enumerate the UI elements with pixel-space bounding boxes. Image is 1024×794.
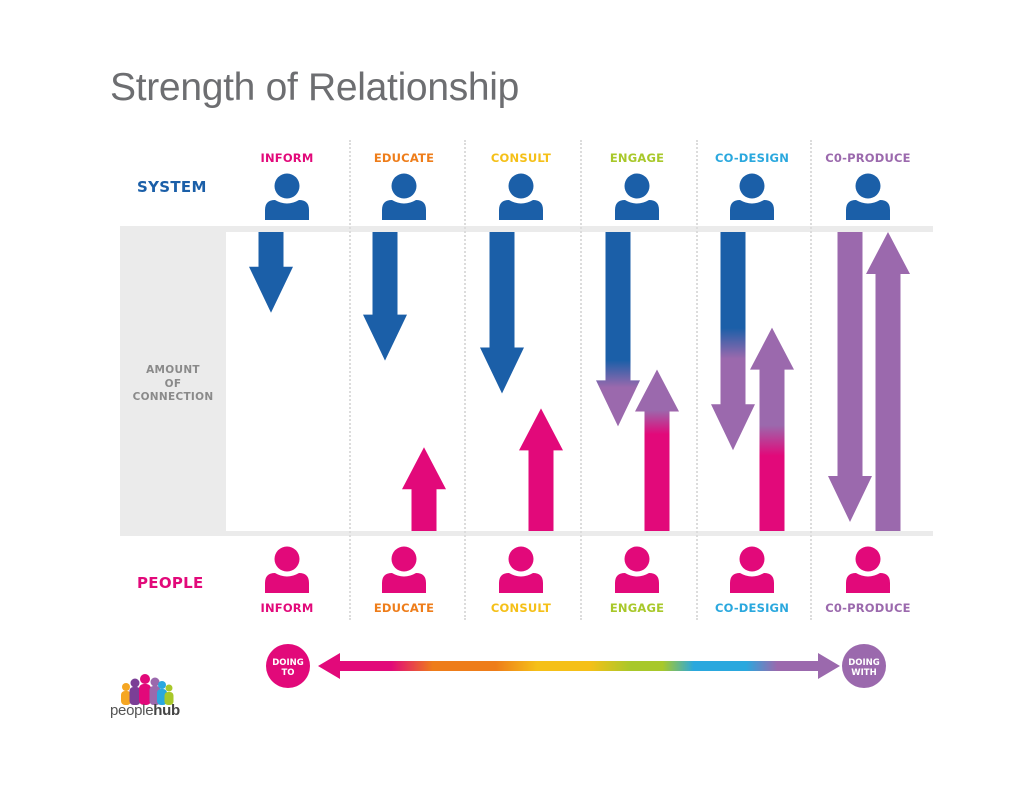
system-arrow-c0-produce [828, 232, 872, 523]
doing-with-label: DOING WITH [842, 658, 886, 678]
column-divider [580, 140, 582, 620]
column-top-label-co-produce: C0-PRODUCE [825, 151, 911, 165]
system-person-icon-consult-body [499, 200, 543, 220]
system-person-icon-educate-body [382, 200, 426, 220]
axis-label-line-2: OF [164, 377, 182, 390]
people-person-icon-consult [499, 546, 543, 593]
system-person-icon-c0-produce-body [846, 200, 890, 220]
system-arrow-educate [363, 232, 407, 361]
people-arrow-c0-produce [866, 232, 910, 531]
system-person-icon-inform-head [274, 173, 300, 199]
page-title: Strength of Relationship [110, 66, 520, 109]
logo-text-bold: hub [153, 702, 180, 719]
people-person-icon-inform [265, 546, 309, 593]
system-person-icon-engage-head [624, 173, 650, 199]
system-person-icon-co-design-head [739, 173, 765, 199]
people-person-icon-c0-produce-head [855, 546, 881, 572]
peoplehub-logo-icon [121, 674, 174, 705]
people-person-icon-co-design [730, 546, 774, 593]
column-bottom-label-co-design: CO-DESIGN [714, 601, 790, 615]
people-arrow-educate [402, 447, 446, 531]
system-person-icon-educate-head [391, 173, 417, 199]
system-person-icon-inform-body [265, 200, 309, 220]
people-person-icon-inform-head [274, 546, 300, 572]
people-person-icon-engage-body [615, 573, 659, 593]
column-top-label-co-design: CO-DESIGN [714, 151, 790, 165]
column-divider [696, 140, 698, 620]
people-arrow-engage [635, 369, 679, 531]
system-person-icon-engage [615, 173, 659, 220]
people-person-icon-educate-body [382, 573, 426, 593]
people-person-icon-co-design-head [739, 546, 765, 572]
doing-spectrum-arrow [318, 653, 840, 679]
people-person-icon-consult-head [508, 546, 534, 572]
column-bottom-label-educate: EDUCATE [373, 601, 435, 615]
axis-label-line-1: AMOUNT [146, 364, 200, 376]
column-bottom-label-co-produce: C0-PRODUCE [825, 601, 911, 615]
system-person-icon-co-design-body [730, 200, 774, 220]
system-person-icon-co-design [730, 173, 774, 220]
doing-to-line-2: TO [281, 668, 295, 678]
people-person-icon-educate [382, 546, 426, 593]
system-arrow-engage [596, 232, 640, 427]
amount-of-connection-label: AMOUNT OF CONNECTION [120, 364, 226, 405]
doing-to-line-1: DOING [272, 658, 304, 668]
column-top-label-consult: CONSULT [490, 151, 552, 165]
column-divider [349, 140, 351, 620]
system-person-icon-educate [382, 173, 426, 220]
column-bottom-label-inform: INFORM [260, 601, 314, 615]
system-arrow-co-design [711, 232, 755, 451]
logo-text-light: people [110, 702, 154, 719]
people-person-icon-engage-head [624, 546, 650, 572]
people-person-icon-co-design-body [730, 573, 774, 593]
system-person-icon-consult-head [508, 173, 534, 199]
system-row-label: SYSTEM [137, 178, 207, 196]
system-person-icon-c0-produce-head [855, 173, 881, 199]
system-person-icon-c0-produce [846, 173, 890, 220]
people-person-icon-inform-body [265, 573, 309, 593]
people-person-icon-engage [615, 546, 659, 593]
connection-area [226, 232, 933, 531]
peoplehub-logo-text: peoplehub [110, 702, 180, 719]
column-bottom-label-engage: ENGAGE [609, 601, 665, 615]
doing-with-circle [842, 644, 886, 688]
doing-to-label: DOING TO [266, 658, 310, 678]
system-person-icon-consult [499, 173, 543, 220]
people-person-icon-c0-produce [846, 546, 890, 593]
column-top-label-inform: INFORM [260, 151, 314, 165]
system-arrow-inform [249, 232, 293, 313]
column-bottom-label-consult: CONSULT [490, 601, 552, 615]
column-top-label-educate: EDUCATE [373, 151, 435, 165]
doing-with-line-1: DOING [848, 658, 880, 668]
column-divider [810, 140, 812, 620]
people-arrow-consult [519, 408, 563, 531]
system-person-icon-inform [265, 173, 309, 220]
people-person-icon-c0-produce-body [846, 573, 890, 593]
doing-with-line-2: WITH [851, 668, 877, 678]
people-person-icon-educate-head [391, 546, 417, 572]
doing-to-circle [266, 644, 310, 688]
column-divider [464, 140, 466, 620]
axis-label-line-3: CONNECTION [132, 391, 214, 403]
column-top-label-engage: ENGAGE [609, 151, 665, 165]
system-person-icon-engage-body [615, 200, 659, 220]
people-arrow-co-design [750, 327, 794, 531]
system-arrow-consult [480, 232, 524, 394]
people-person-icon-consult-body [499, 573, 543, 593]
people-row-label: PEOPLE [137, 574, 204, 592]
